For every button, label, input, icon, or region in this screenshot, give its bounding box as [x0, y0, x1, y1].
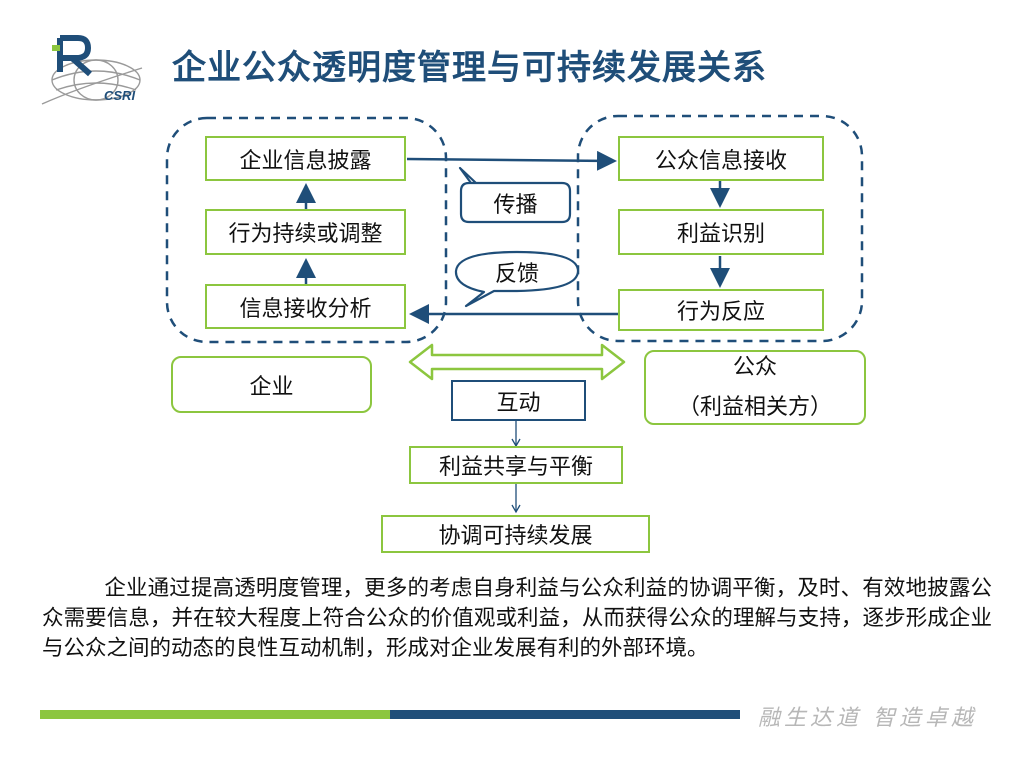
- enterprise-actor-box: 企业: [171, 356, 372, 413]
- box-behavior-adjust: 行为持续或调整: [205, 209, 406, 255]
- public-group-frame: [576, 114, 864, 343]
- spread-label: 传播: [493, 192, 538, 218]
- interaction-double-arrow: [408, 343, 626, 381]
- public-actor-sublabel: （利益相关方）: [677, 394, 832, 420]
- csri-logo: CSRI: [41, 35, 143, 105]
- arrow-spread: [406, 150, 617, 171]
- box-behavior-react: 行为反应: [618, 289, 824, 331]
- public-actor-label: 公众: [732, 354, 777, 380]
- enterprise-group-frame: [165, 116, 448, 344]
- box-benefit-sharing: 利益共享与平衡: [409, 446, 623, 484]
- box-public-receive: 公众信息接收: [618, 136, 824, 181]
- box-sustainable-development: 协调可持续发展: [381, 515, 650, 553]
- globe-icon: [41, 59, 143, 105]
- logo-text: CSRI: [104, 88, 135, 103]
- footer-bar-green: [40, 710, 390, 719]
- box-interest-identify: 利益识别: [618, 209, 824, 255]
- spread-bubble: [458, 166, 572, 224]
- public-actor-box: 公众 （利益相关方）: [644, 350, 866, 425]
- summary-paragraph: 企业通过提高透明度管理，更多的考虑自身利益与公众利益的协调平衡，及时、有效地披露…: [42, 576, 992, 661]
- r-mark-icon: [57, 35, 92, 77]
- box-interaction: 互动: [451, 380, 586, 421]
- feedback-bubble: [454, 250, 580, 308]
- footer-bar: [40, 710, 740, 719]
- box-info-analysis: 信息接收分析: [205, 284, 406, 329]
- footer-bar-navy: [390, 710, 740, 719]
- feedback-label: 反馈: [494, 261, 539, 287]
- box-enterprise-disclosure: 企业信息披露: [205, 136, 406, 181]
- page-title: 企业公众透明度管理与可持续发展关系: [172, 48, 767, 88]
- footer-slogan: 融生达道 智造卓越: [758, 706, 977, 731]
